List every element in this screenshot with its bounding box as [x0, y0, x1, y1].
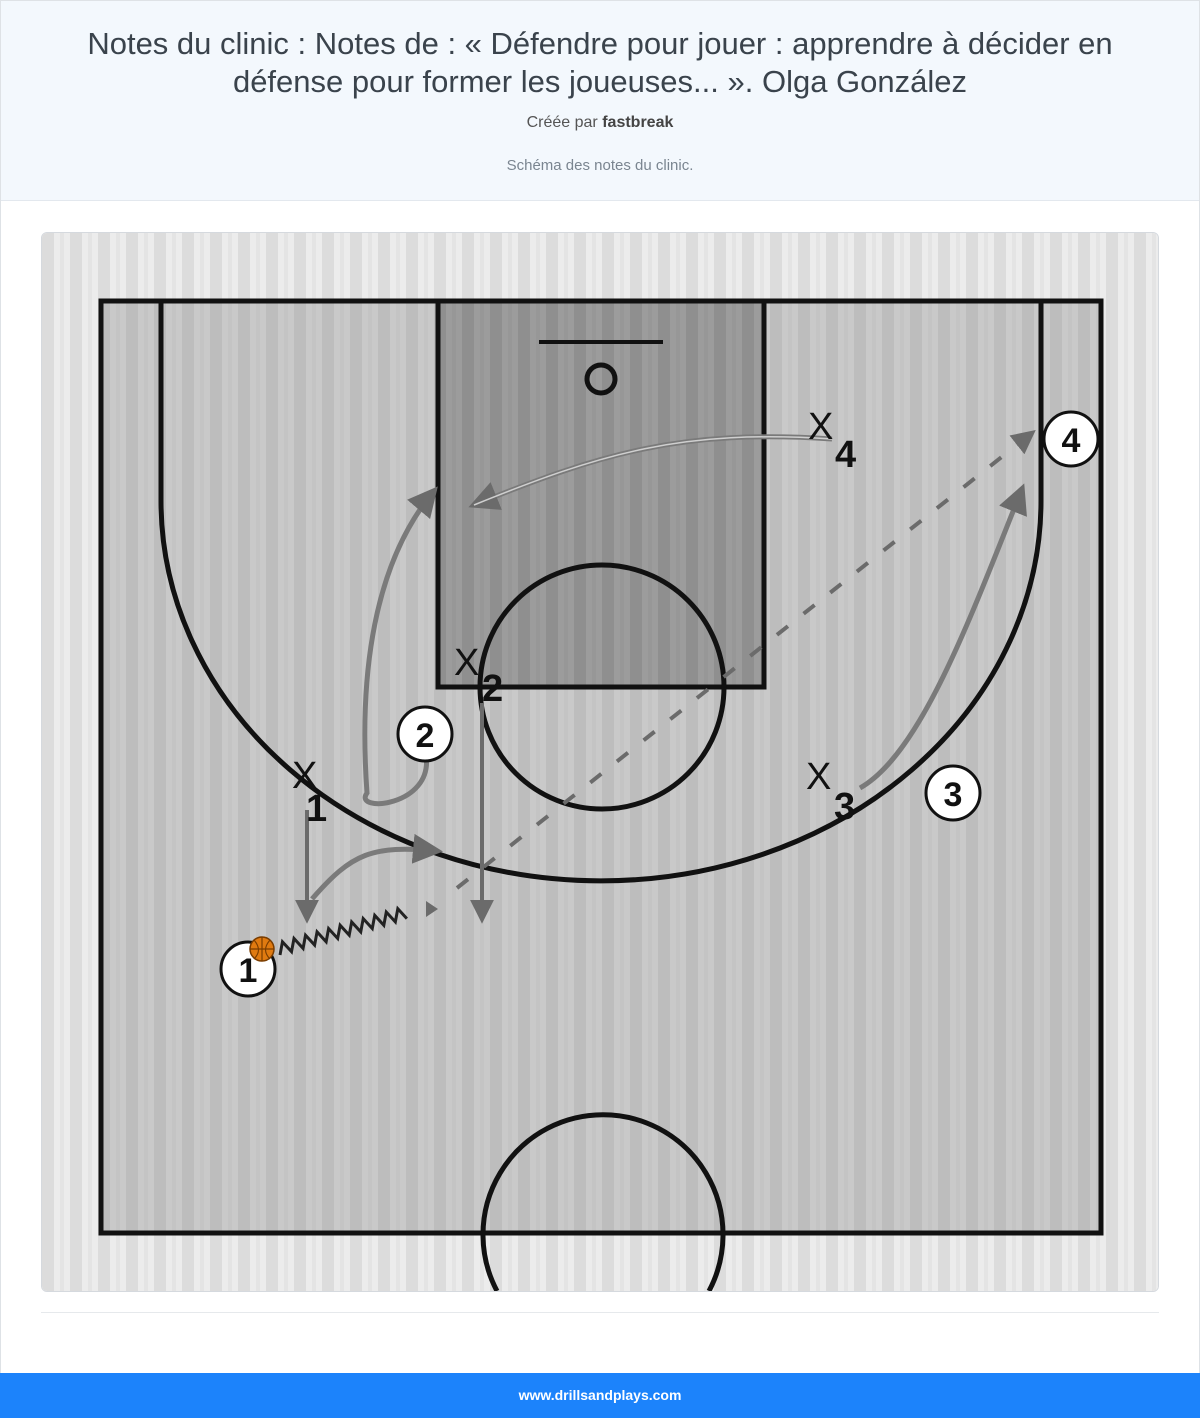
offense-player-2: 2	[396, 705, 454, 763]
footer: www.drillsandplays.com	[0, 1373, 1200, 1418]
three-point-line	[158, 301, 1044, 884]
player2-cut-line	[362, 486, 438, 806]
court-outline	[98, 298, 1104, 1236]
center-circle	[480, 1112, 726, 1291]
page-title: Notes du clinic : Notes de : « Défendre …	[87, 26, 1113, 99]
defender-x4-number: 4	[835, 434, 856, 476]
defender-x1-mark: X	[292, 755, 317, 797]
defender-x3-number: 3	[834, 786, 855, 828]
offense-player-3-label: 3	[944, 776, 963, 814]
free-throw-circle	[477, 562, 727, 812]
footer-site-link[interactable]: www.drillsandplays.com	[518, 1387, 682, 1403]
defender-x3-mark: X	[806, 756, 831, 798]
offense-player-4-label: 4	[1062, 422, 1081, 460]
offense-player-1-label: 1	[239, 952, 258, 990]
x1-slide-line	[310, 833, 443, 901]
offense-player-3: 3	[924, 764, 982, 822]
offense-player-2-label: 2	[416, 717, 435, 755]
offense-player-1: 1	[219, 936, 277, 998]
offense-player-4: 4	[1042, 410, 1100, 468]
basketball-icon	[249, 936, 275, 962]
paint-area	[435, 298, 767, 690]
court-svg: 1 2 3 4 X 1 X 2 X	[42, 233, 1158, 1291]
author-link[interactable]: fastbreak	[602, 114, 674, 131]
defender-x4-mark: X	[808, 406, 833, 448]
x3-movement-line	[858, 483, 1027, 791]
defender-x1: X 1	[292, 755, 327, 830]
author-line: Créée par fastbreak	[1, 113, 1199, 133]
hoop	[584, 362, 618, 396]
created-by-label: Créée par	[526, 114, 598, 131]
diagram-caption: Schéma des notes du clinic.	[506, 157, 694, 174]
header: Notes du clinic : Notes de : « Défendre …	[1, 1, 1199, 201]
defender-x3: X 3	[806, 756, 855, 828]
defender-x2: X 2	[454, 642, 503, 710]
content-divider	[41, 1312, 1159, 1313]
defender-x2-number: 2	[482, 668, 503, 710]
defender-x2-mark: X	[454, 642, 479, 684]
dribble-line	[278, 905, 408, 956]
dribble-arrowhead	[426, 901, 438, 917]
defender-x1-number: 1	[306, 788, 327, 830]
play-diagram: 1 2 3 4 X 1 X 2 X	[41, 232, 1159, 1292]
defender-x4: X 4	[808, 406, 856, 476]
